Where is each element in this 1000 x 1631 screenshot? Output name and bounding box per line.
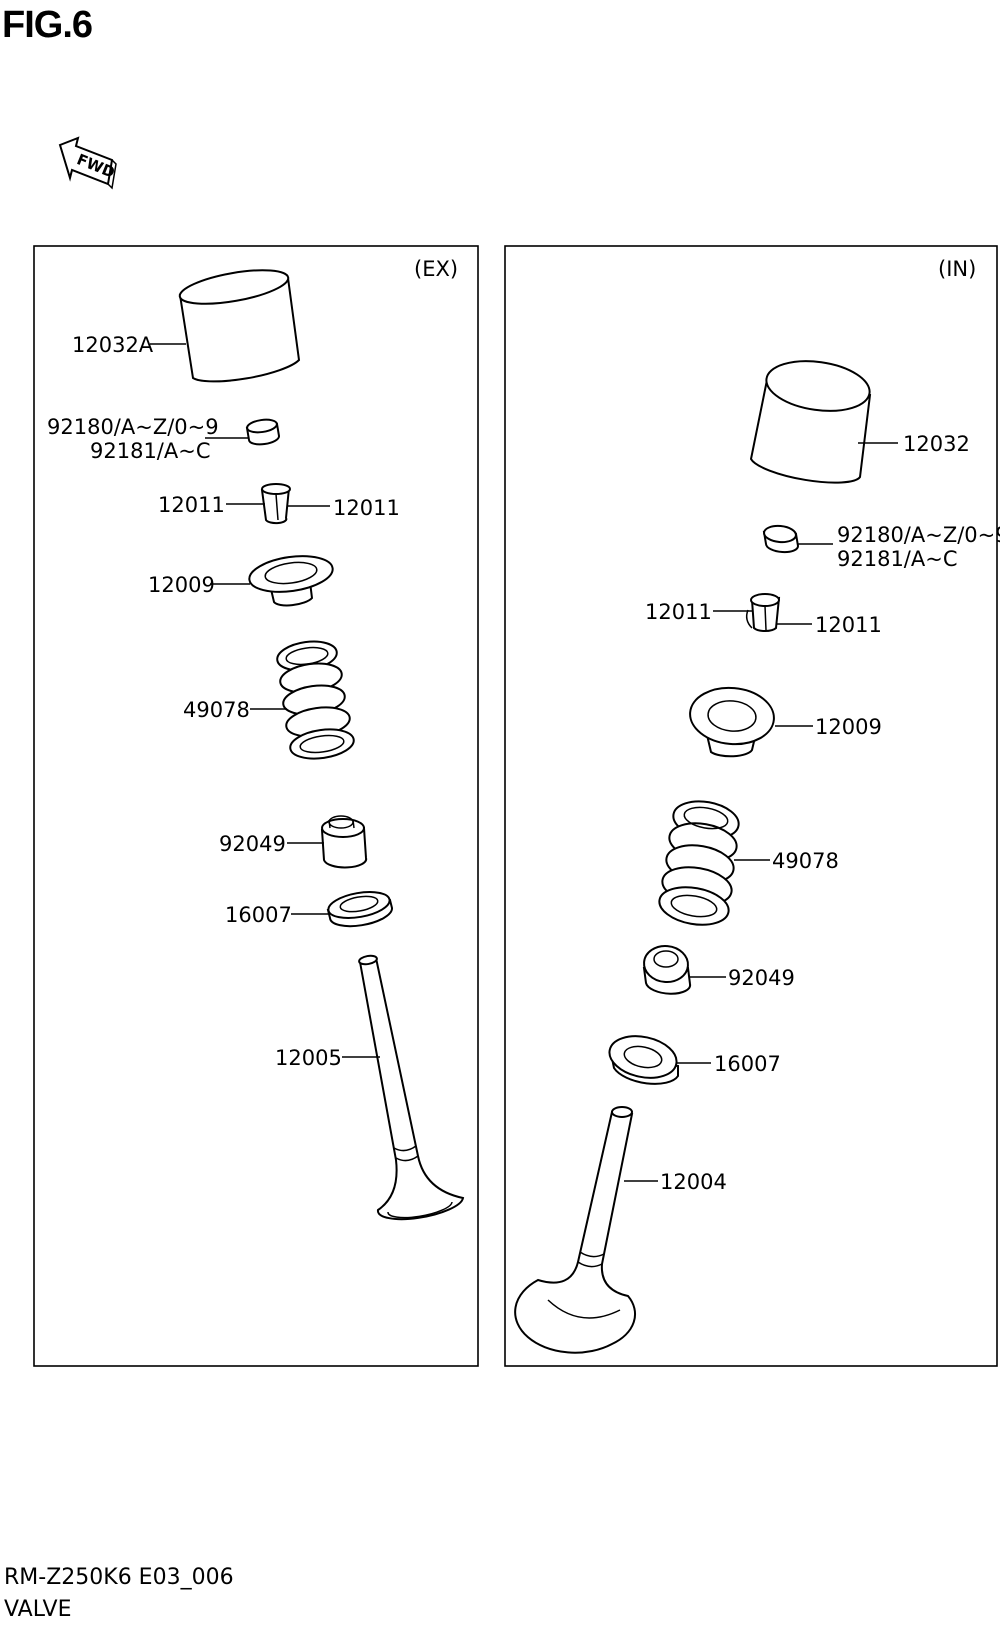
ex-spring-label: 49078 [183,698,250,722]
ex-retainer-label: 12009 [148,573,215,597]
ex-tappet [178,269,301,383]
ex-cotters [260,483,291,525]
fwd-arrow-icon: FWD [58,136,117,190]
ex-shim [245,418,280,446]
in-valve-label: 12004 [660,1170,727,1194]
in-retainer-label: 12009 [815,715,882,739]
in-shim [762,524,800,554]
in-tappet-label: 12032 [903,432,970,456]
in-stem-seal [642,944,692,995]
in-retainer [689,686,775,758]
in-cotter-label-right: 12011 [815,613,882,637]
in-cotter-label-left: 12011 [645,600,712,624]
in-tappet [749,360,872,484]
ex-spring [276,640,355,760]
in-panel-frame [504,245,998,1367]
in-shim-label-1: 92180/A~Z/0~9 [837,523,1000,547]
in-panel-label: (IN) [938,257,976,281]
ex-stem-seal-label: 92049 [219,832,286,856]
ex-valve-label: 12005 [275,1046,342,1070]
ex-stem-seal [320,815,368,869]
in-cotters [745,593,781,633]
diagram-name: VALVE [4,1597,72,1622]
in-shim-label-2: 92181/A~C [837,547,958,571]
diagram-code: RM-Z250K6 E03_006 [4,1565,234,1590]
in-spring-label: 49078 [772,849,839,873]
ex-panel-label: (EX) [414,257,458,281]
figure-title: FIG.6 [2,4,93,46]
ex-spring-seat [326,891,394,928]
ex-tappet-label: 12032A [72,333,154,357]
ex-panel-frame [33,245,479,1367]
in-spring-seat-label: 16007 [714,1052,781,1076]
ex-retainer [248,555,334,607]
in-stem-seal-label: 92049 [728,966,795,990]
ex-cotter-label-left: 12011 [158,493,225,517]
ex-cotter-label-right: 12011 [333,496,400,520]
in-spring-seat [608,1035,679,1085]
ex-valve [358,954,465,1221]
in-valve [514,1106,637,1354]
ex-spring-seat-label: 16007 [225,903,292,927]
ex-shim-label-1: 92180/A~Z/0~9 [47,415,219,439]
in-spring [658,800,740,926]
ex-shim-label-2: 92181/A~C [90,439,211,463]
